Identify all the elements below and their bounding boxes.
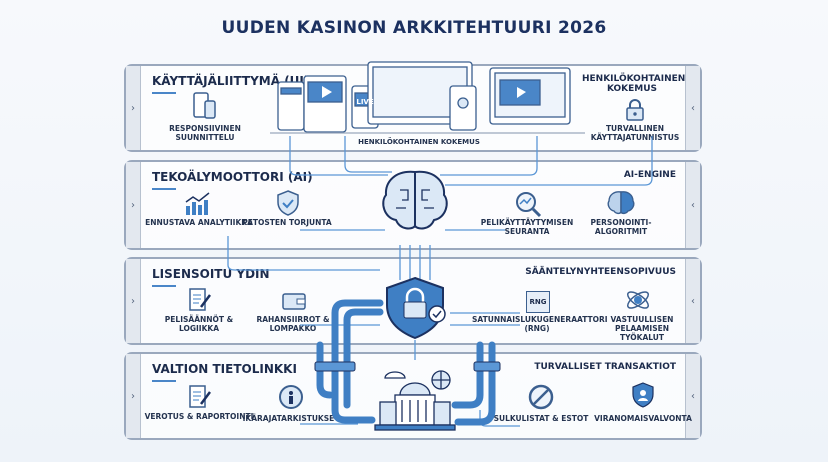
mobile-devices-icon xyxy=(193,92,216,119)
brain-icon xyxy=(607,191,635,215)
page-title: UUDEN KASINON ARKKITEHTUURI 2026 xyxy=(221,18,607,38)
chevron-left-icon: ‹ xyxy=(685,259,700,343)
panel-title: TEKOÄLYMOOTTORI (AI) xyxy=(152,170,313,190)
bar-chart-icon xyxy=(185,192,210,215)
security-shield-icon xyxy=(386,276,446,340)
age-check-icon xyxy=(279,385,303,409)
item-label: TURVALLINEN KÄYTTAJATUNNISTUS xyxy=(590,124,680,142)
item-label: RESPONSIIVINEN SUUNNITTELU xyxy=(169,124,241,142)
item-label: VEROTUS & RAPORTOINTI xyxy=(144,412,254,421)
chevron-left-icon: ‹ xyxy=(685,354,700,438)
document-edit-icon xyxy=(189,288,211,311)
wallet-icon xyxy=(282,293,306,310)
panel-right-title: HENKILÖKOHTAINEN KOKEMUS xyxy=(582,74,686,94)
panel-right-title: SÄÄNTELYNYHTEENSOPIVUUS xyxy=(525,267,676,277)
chevron-right-icon: › xyxy=(126,259,141,343)
item-label: ENNUSTAVA ANALYTIIKKA xyxy=(145,218,253,227)
chevron-right-icon: › xyxy=(126,354,141,438)
pipe-joint xyxy=(314,361,356,372)
chevron-right-icon: › xyxy=(126,162,141,248)
report-edit-icon xyxy=(189,385,211,408)
chevron-left-icon: ‹ xyxy=(685,66,700,150)
live-badge: LIVE xyxy=(356,98,373,106)
panel-right-title: TURVALLISET TRANSAKTIOT xyxy=(534,362,676,372)
item-label: PERSONOINTI-ALGORITMIT xyxy=(590,218,652,236)
item-label: PELISÄÄNNÖT & LOGIIKKA xyxy=(164,315,234,333)
item-label: VASTUULLISEN PELAAMISEN TYÖKALUT xyxy=(610,315,674,342)
magnifier-analytics-icon xyxy=(516,192,542,218)
item-label: SULKULISTAT & ESTOT xyxy=(493,414,589,423)
item-label: IKÄRAJATARKISTUKSET xyxy=(242,414,340,423)
item-label: VIRANOMAISVALVONTA xyxy=(594,414,692,423)
pipe-joint xyxy=(473,361,501,372)
center-label: HENKILÖKOHTAINEN KOKEMUS xyxy=(358,138,480,146)
item-label: PETOSTEN TORJUNTA xyxy=(242,218,332,227)
item-label: SATUNNAISLUKUGENERAATTORI (RNG) xyxy=(472,315,608,333)
ai-brain-icon xyxy=(382,170,448,230)
rng-chip-icon: RNG xyxy=(526,291,550,313)
atom-icon xyxy=(627,291,649,309)
lock-icon xyxy=(626,99,644,121)
shield-user-icon xyxy=(632,382,654,408)
item-label: RAHANSIIRROT & LOMPAKKO xyxy=(256,315,330,333)
government-building-icon xyxy=(374,370,456,431)
panel-title: VALTION TIETOLINKKI xyxy=(152,362,297,382)
chevron-right-icon: › xyxy=(126,66,141,150)
chevron-left-icon: ‹ xyxy=(685,162,700,248)
devices-illustration xyxy=(270,61,585,134)
shield-check-icon xyxy=(277,190,299,216)
item-label: PELIKÄYTTÄYTYMISEN SEURANTA xyxy=(480,218,574,236)
panel-title: KÄYTTÄJÄLIITTYMÄ (UI) xyxy=(152,74,309,94)
panel-right-title: AI-ENGINE xyxy=(623,170,676,180)
block-icon xyxy=(528,384,554,410)
